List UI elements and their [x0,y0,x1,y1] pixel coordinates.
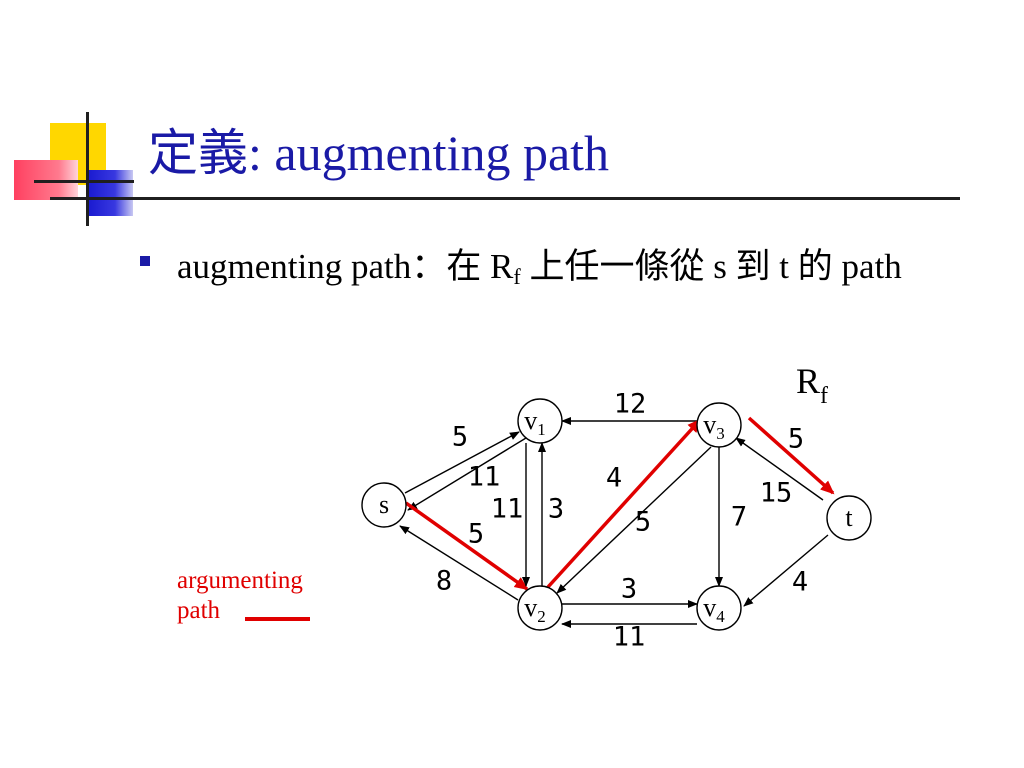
node-label-v1: v1 [524,406,546,439]
edge-s-v1 [404,431,520,494]
node-circle-v1 [517,398,563,444]
legend-line2: path [177,597,221,624]
path-edge-v2-v3 [546,418,702,589]
node-circle-t [826,495,872,541]
legend-line1: argumenting [177,567,303,594]
node-label-v4: v4 [703,593,725,626]
edge-t-v4 [743,534,829,607]
edge-capacity-v3-v2: 5 [635,507,651,538]
graph-label-sub: f [820,383,828,409]
edge-capacity-v3-v1: 12 [614,389,647,420]
edge-capacity-s-v2: 5 [468,519,484,550]
decor-blue-square [88,170,133,216]
path-edge-v3-t [747,416,835,495]
node-label-v2: v2 [524,593,546,626]
edge-capacity-t-v4: 4 [792,567,808,598]
node-v2: v2 [517,585,563,631]
graph-label-main: R [796,361,820,401]
edge-capacity-v4-v2: 11 [613,622,646,653]
edge-capacity-v3-t: 5 [788,424,804,455]
edge-capacity-v2-v3: 4 [606,463,622,494]
node-label-s: s [379,490,389,519]
decor-horizontal-line [34,180,134,183]
bullet-marker [140,256,150,266]
edge-t-v3 [735,437,824,501]
node-t: t [826,495,872,541]
node-circle-v2 [517,585,563,631]
edge-capacity-v1-v2: 11 [491,494,524,525]
bullet-text-part1: augmenting path：在 R [177,247,514,286]
bullet-text: augmenting path：在 Rf 上任一條從 s 到 t 的 path [177,242,977,292]
path-edge-s-v2 [404,501,529,591]
edge-capacity-v2-v1: 3 [548,494,564,525]
graph-label-rf: Rf [796,361,828,409]
bullet-text-part2: 上任一條從 s 到 t 的 path [520,247,902,286]
node-circle-s [361,482,407,528]
node-v1: v1 [517,398,563,444]
edge-capacity-v3-v4: 7 [731,502,747,533]
svg-text:Rf: Rf [796,361,828,409]
node-v3: v3 [696,402,742,448]
title-underline [50,197,960,200]
node-label-v3: v3 [703,410,725,443]
legend: argumenting path [177,566,303,626]
edge-capacity-v2-s: 8 [436,566,452,597]
edge-v1-s [407,437,527,511]
bullet-text-subscript: f [513,264,521,289]
slide-title: 定義: augmenting path [148,125,610,181]
node-circle-v3 [696,402,742,448]
edge-capacity-v2-v4: 3 [621,574,637,605]
decor-vertical-line [86,112,89,226]
node-s: s [361,482,407,528]
edge-capacity-s-v1: 5 [452,422,468,453]
node-label-t: t [845,503,853,532]
node-circle-v4 [696,585,742,631]
node-v4: v4 [696,585,742,631]
edge-capacity-t-v3: 15 [760,478,793,509]
legend-red-line [245,617,310,621]
edge-capacity-v1-s: 11 [468,462,501,493]
edge-v3-v2 [556,446,712,594]
edge-v2-s [399,525,519,601]
